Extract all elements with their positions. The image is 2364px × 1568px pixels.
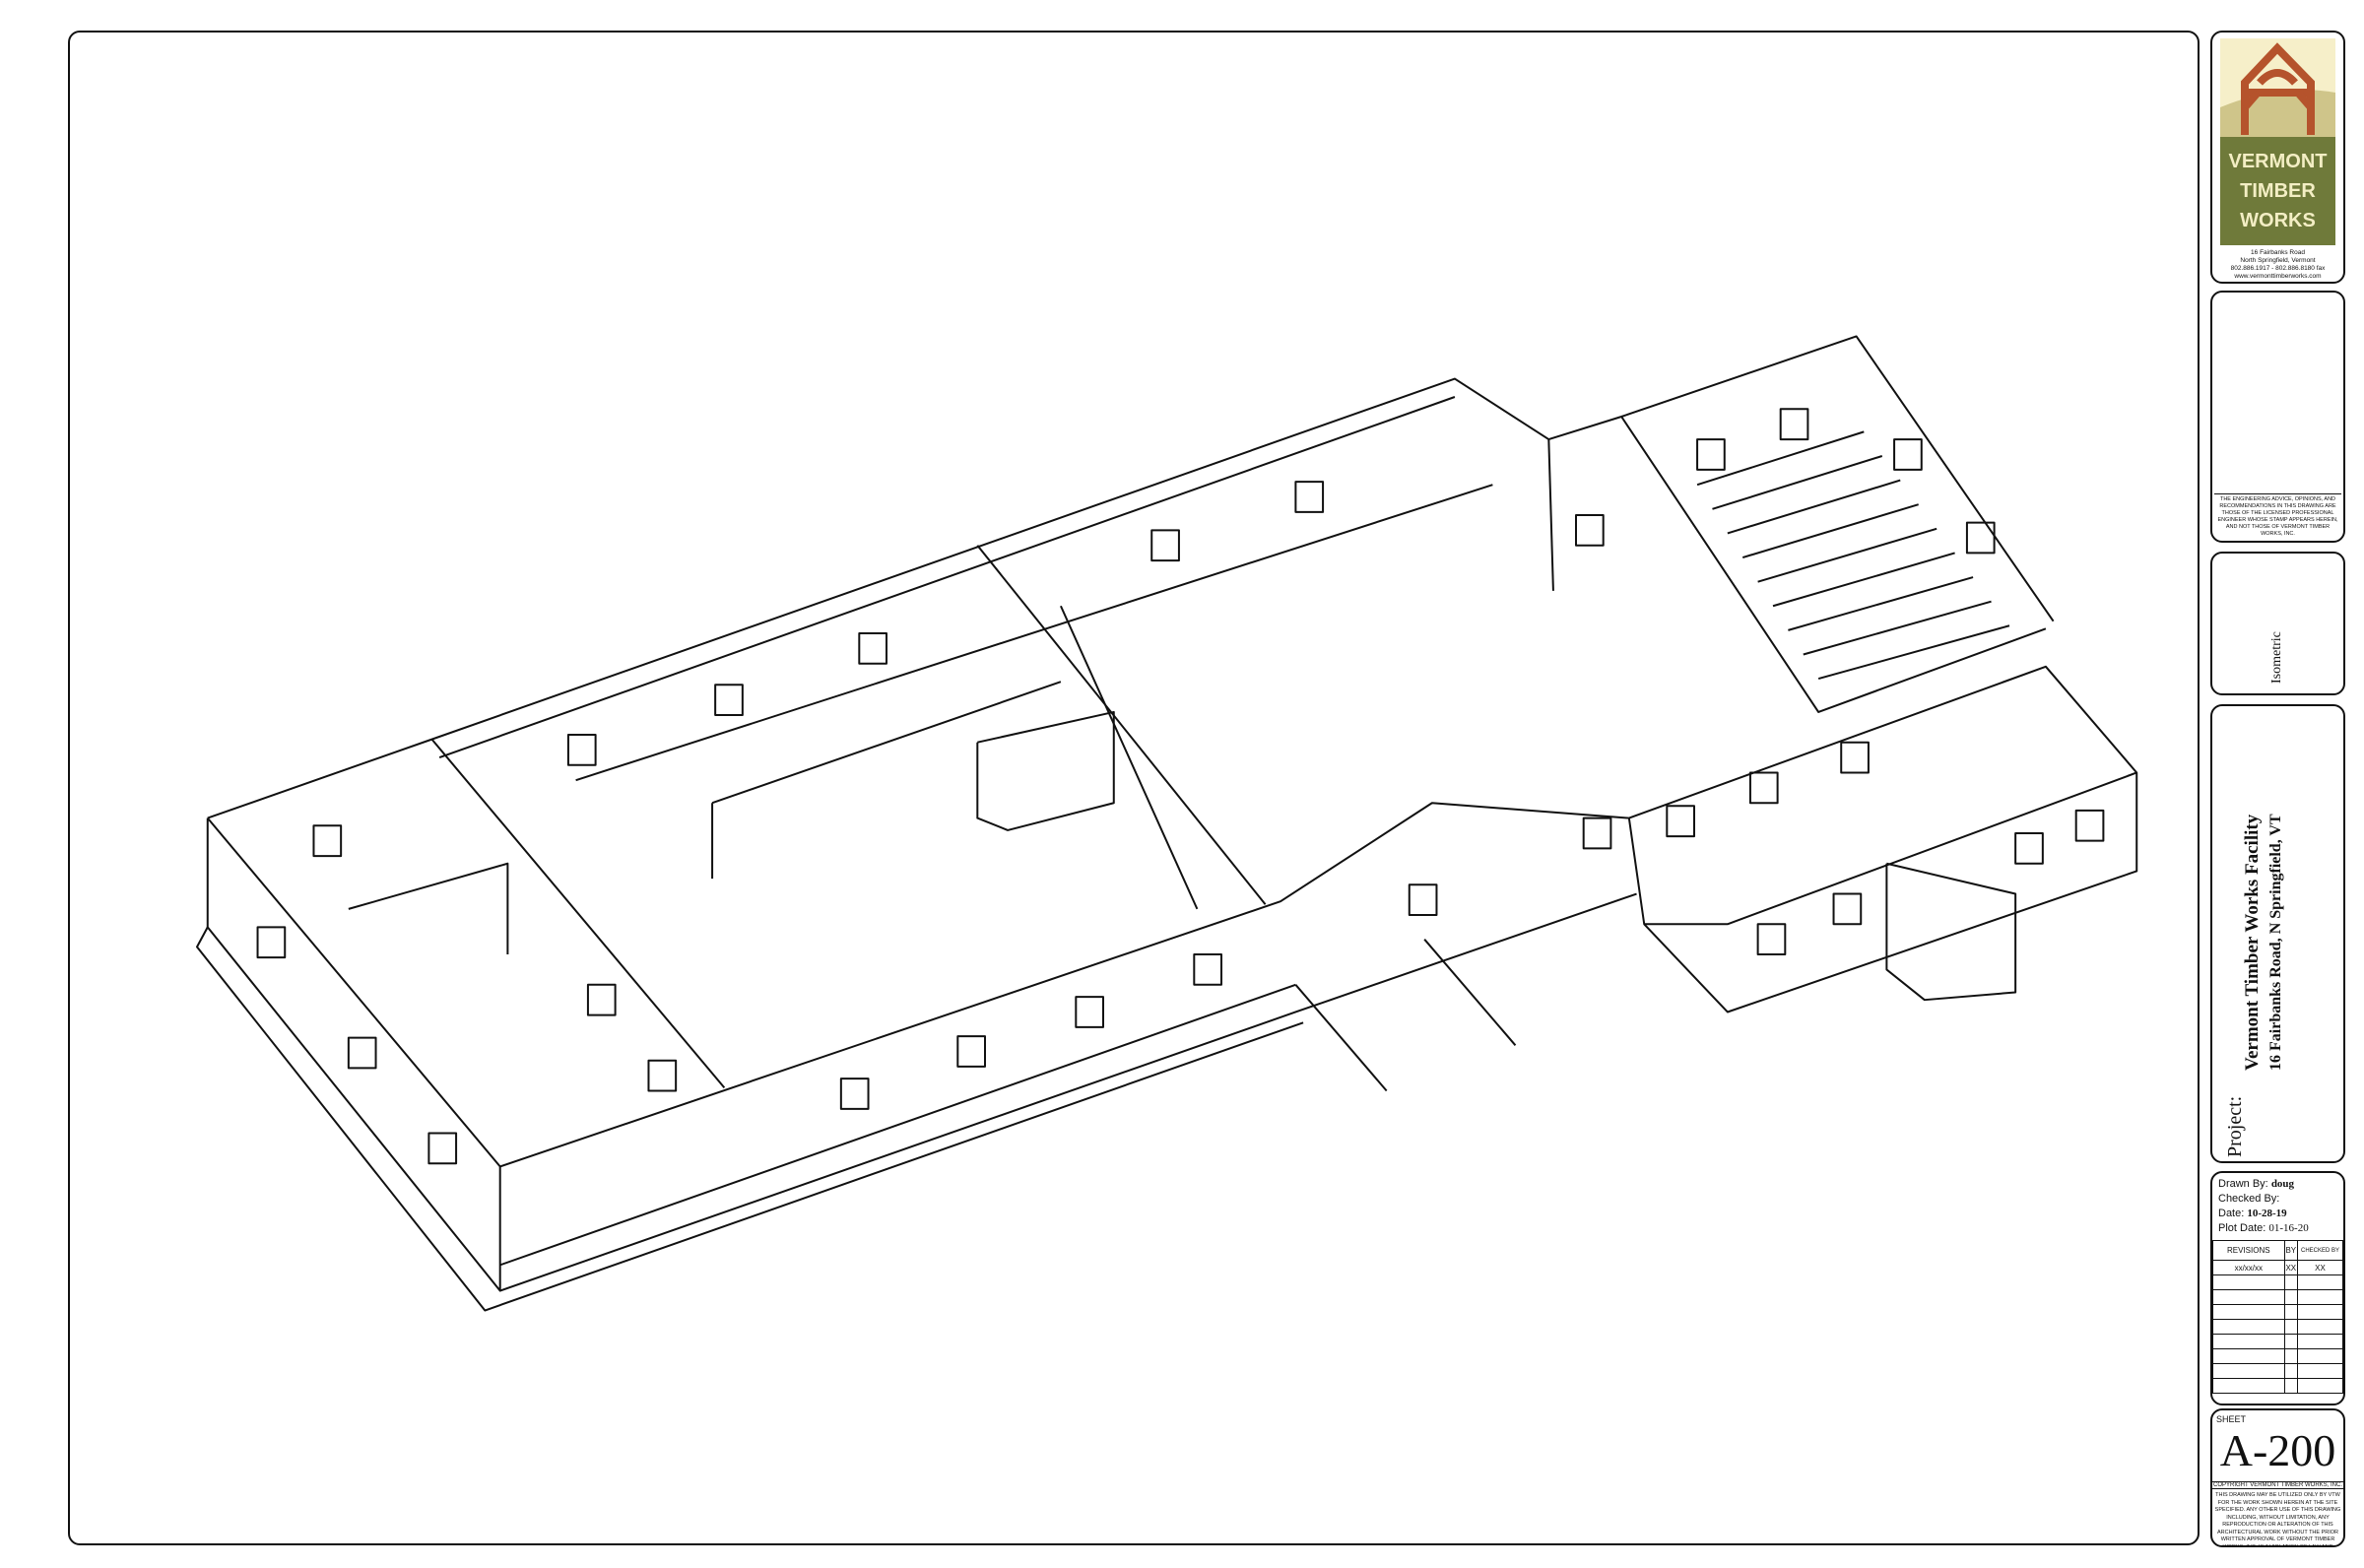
window (1150, 529, 1180, 562)
floor-joist (1741, 503, 1919, 559)
company-logo-panel: VERMONT TIMBER WORKS 16 Fairbanks Road N… (2210, 31, 2345, 284)
window (1840, 741, 1870, 774)
view-name-panel: Isometric (2210, 552, 2345, 695)
phone-fax: 802.886.1917 - 802.886.8180 fax (2230, 265, 2326, 272)
building-edge (438, 396, 1456, 759)
plot-date: 01-16-20 (2268, 1222, 2309, 1234)
copyright: COPYRIGHT VERMONT TIMBER WORKS, INC. (2212, 1481, 2343, 1489)
window (1408, 883, 1438, 917)
sheet-number-panel: SHEET A-200 COPYRIGHT VERMONT TIMBER WOR… (2210, 1408, 2345, 1547)
sheet-number: A-200 (2219, 1425, 2336, 1475)
window (1965, 521, 1996, 555)
logo-timber-frame-icon (2220, 38, 2335, 137)
website: www.vermonttimberworks.com (2234, 273, 2322, 280)
logo-line-3: WORKS (2240, 210, 2316, 231)
window (1779, 408, 1809, 441)
checked-by-label: Checked By: (2218, 1193, 2280, 1205)
sheet-label: SHEET (2216, 1414, 2247, 1424)
engineering-note: THE ENGINEERING ADVICE, OPINIONS, AND RE… (2214, 493, 2341, 538)
floor-joist (1712, 455, 1883, 510)
logo-line-2: TIMBER (2240, 180, 2316, 202)
floor-joist (1788, 576, 1974, 631)
building-edge (1294, 984, 1388, 1092)
building-edge (1885, 862, 2017, 1002)
window (839, 1078, 870, 1110)
window (1893, 438, 1923, 471)
building-edge (196, 926, 1304, 1312)
plot-date-label: Plot Date: (2218, 1222, 2266, 1234)
floor-joist (1727, 479, 1901, 535)
company-address: 16 Fairbanks Road North Springfield, Ver… (2212, 249, 2343, 281)
window (586, 983, 617, 1016)
logo-wordmark: VERMONT TIMBER WORKS (2220, 137, 2335, 245)
floor-joist (1803, 600, 1992, 656)
window (312, 824, 343, 858)
building-edge (430, 738, 726, 1089)
drawn-by-label: Drawn By: (2218, 1178, 2268, 1190)
drawn-by: doug (2270, 1178, 2295, 1190)
building-edge (1620, 416, 2047, 713)
window (2014, 831, 2044, 865)
window (647, 1059, 678, 1092)
window (1075, 996, 1104, 1028)
window (1696, 438, 1726, 471)
building-edge (575, 484, 1493, 782)
floor-joist (1696, 430, 1865, 487)
building-edge (1627, 665, 2138, 1013)
revision-date: xx/xx/xx (2212, 1260, 2285, 1275)
revision-checked: XX (2297, 1260, 2343, 1275)
building-edge (499, 983, 1296, 1267)
building-edge (1644, 771, 2137, 926)
view-name: Isometric (2269, 631, 2284, 684)
project-label: Project: (2224, 1095, 2246, 1157)
window (1294, 481, 1325, 513)
project-panel: Project: Vermont Timber Works Facility 1… (2210, 704, 2345, 1163)
building-edge (711, 681, 1062, 805)
window (256, 926, 287, 959)
building-edge (206, 817, 501, 1292)
address-line: North Springfield, Vermont (2240, 257, 2316, 264)
window (1193, 953, 1222, 986)
engineer-stamp-panel: THE ENGINEERING ADVICE, OPINIONS, AND RE… (2210, 291, 2345, 543)
building-edge (499, 892, 1637, 1292)
address-line: 16 Fairbanks Road (2251, 249, 2305, 256)
building-edge (1547, 439, 1554, 591)
building-edge (1423, 939, 1517, 1046)
window (858, 631, 887, 665)
project-name: Vermont Timber Works Facility (2242, 814, 2263, 1071)
window (347, 1036, 377, 1070)
drawing-info-panel: Drawn By: doug Checked By: Date: 10-28-1… (2210, 1171, 2345, 1405)
revision-by: XX (2283, 1260, 2299, 1275)
window (714, 684, 744, 717)
drawing-border (68, 31, 2200, 1545)
revisions-header: REVISIONS (2212, 1240, 2285, 1261)
building-edge (348, 862, 509, 955)
checked-by-header: CHECKED BY (2297, 1240, 2343, 1261)
date: 10-28-19 (2247, 1208, 2287, 1219)
window (1666, 805, 1695, 838)
project-address: 16 Fairbanks Road, N Springfield, VT (2267, 814, 2284, 1071)
window (427, 1132, 458, 1165)
by-header: BY (2283, 1240, 2299, 1261)
floor-joist (1817, 624, 2010, 681)
date-label: Date: (2218, 1208, 2245, 1219)
window (1575, 513, 1605, 547)
floor-joist (1757, 527, 1937, 583)
building-edge (1060, 605, 1199, 910)
window (1756, 923, 1787, 956)
window (566, 734, 597, 766)
window (2074, 809, 2105, 842)
disclaimer: THIS DRAWING MAY BE UTILIZED ONLY BY VTW… (2214, 1492, 2341, 1547)
floor-joist (1772, 552, 1955, 608)
building-edge (499, 802, 1629, 1168)
logo-line-1: VERMONT (2228, 151, 2328, 172)
window (956, 1035, 986, 1068)
window (1832, 892, 1863, 926)
window (1582, 817, 1612, 850)
window (1748, 771, 1779, 805)
building-edge (976, 545, 1267, 905)
building-edge (976, 710, 1115, 831)
